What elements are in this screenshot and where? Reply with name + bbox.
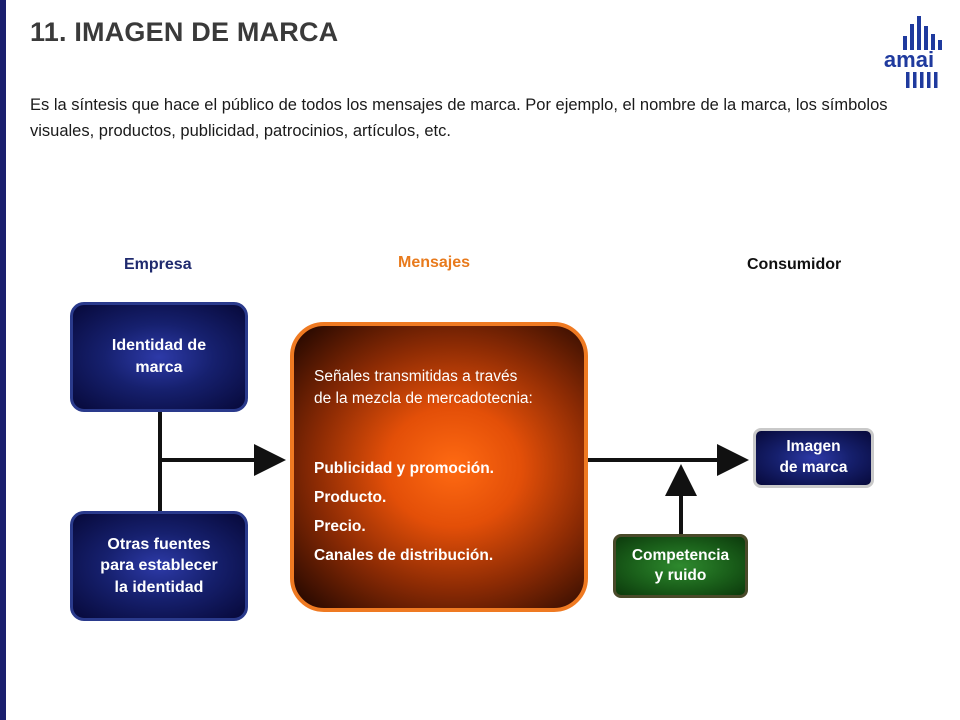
otras-fuentes-line: la identidad	[114, 578, 204, 596]
mensajes-list: Publicidad y promoción. Producto. Precio…	[314, 454, 494, 570]
logo-top-bars	[903, 16, 942, 50]
column-label-empresa: Empresa	[124, 256, 192, 273]
left-accent-bar	[0, 0, 6, 720]
mensajes-list-item: Canales de distribución.	[314, 547, 494, 564]
column-label-consumidor: Consumidor	[747, 256, 842, 273]
amai-logo: amai	[870, 14, 948, 97]
mensajes-intro-line: Señales transmitidas a través	[314, 368, 518, 385]
mensajes-box: Señales transmitidas a través de la mezc…	[290, 322, 588, 612]
competencia-line: y ruido	[654, 567, 707, 584]
mensajes-intro-line: de la mezcla de mercadotecnia:	[314, 390, 533, 408]
logo-bottom-bars	[906, 72, 938, 88]
amai-logo-icon: amai	[884, 16, 942, 88]
identidad-line: Identidad de	[111, 337, 207, 355]
column-label-mensajes: Mensajes	[398, 254, 471, 271]
identidad-label: Identidad de marca	[112, 335, 206, 378]
mensajes-list-item: Publicidad y promoción.	[314, 460, 494, 477]
imagen-label: Imagen de marca	[779, 437, 847, 479]
imagen-de-marca-box: Imagen de marca	[753, 428, 874, 488]
slide-description: Es la síntesis que hace el público de to…	[30, 96, 888, 140]
identidad-line: marca	[135, 359, 183, 376]
page-title: 11. IMAGEN DE MARCA	[30, 17, 339, 47]
otras-fuentes-line: Otras fuentes	[107, 535, 211, 553]
mensajes-list-item: Producto.	[314, 489, 387, 506]
mensajes-list-item: Precio.	[314, 518, 366, 535]
otras-fuentes-line: para establecer	[100, 557, 218, 575]
logo-text: amai	[884, 47, 934, 72]
mensajes-intro: Señales transmitidas a través de la mezc…	[314, 366, 533, 411]
competencia-line: Competencia	[631, 546, 730, 564]
otras-fuentes-box: Otras fuentes para establecer la identid…	[70, 511, 248, 621]
imagen-line: de marca	[779, 459, 848, 476]
competencia-y-ruido-box: Competencia y ruido	[613, 534, 748, 598]
identidad-de-marca-box: Identidad de marca	[70, 302, 248, 412]
imagen-line: Imagen	[786, 438, 841, 456]
otras-fuentes-label: Otras fuentes para establecer la identid…	[100, 534, 217, 599]
competencia-label: Competencia y ruido	[632, 546, 729, 586]
